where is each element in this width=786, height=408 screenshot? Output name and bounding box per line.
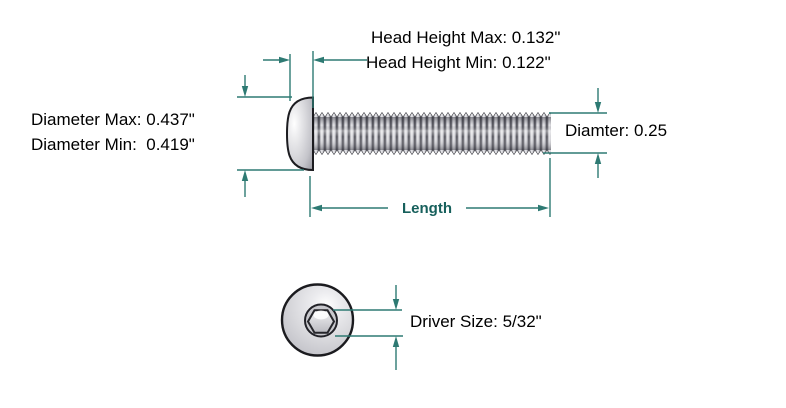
screw-head-side	[285, 96, 314, 172]
diameter-max-label: Diameter Max: 0.437"	[31, 110, 195, 129]
head-height-dimension	[263, 51, 367, 108]
length-label: Length	[402, 200, 452, 217]
shaft-diameter-label: Diamter: 0.25	[565, 121, 668, 140]
driver-size-label: Driver Size: 5/32"	[410, 312, 542, 331]
hex-highlight	[313, 310, 329, 320]
diameter-min-label: Diameter Min: 0.419"	[31, 135, 195, 154]
shaft-diameter-dimension	[543, 88, 607, 178]
head-height-max-label: Head Height Max: 0.132"	[371, 28, 561, 47]
head-height-min-label: Head Height Min: 0.122"	[366, 53, 551, 72]
driver-size-dimension	[333, 285, 403, 370]
screw-head-front-view	[280, 283, 355, 357]
head-diameter-dimension	[237, 75, 304, 197]
length-dimension	[309, 158, 551, 217]
shaft-shading	[313, 117, 551, 150]
screw-side-view	[285, 96, 551, 172]
